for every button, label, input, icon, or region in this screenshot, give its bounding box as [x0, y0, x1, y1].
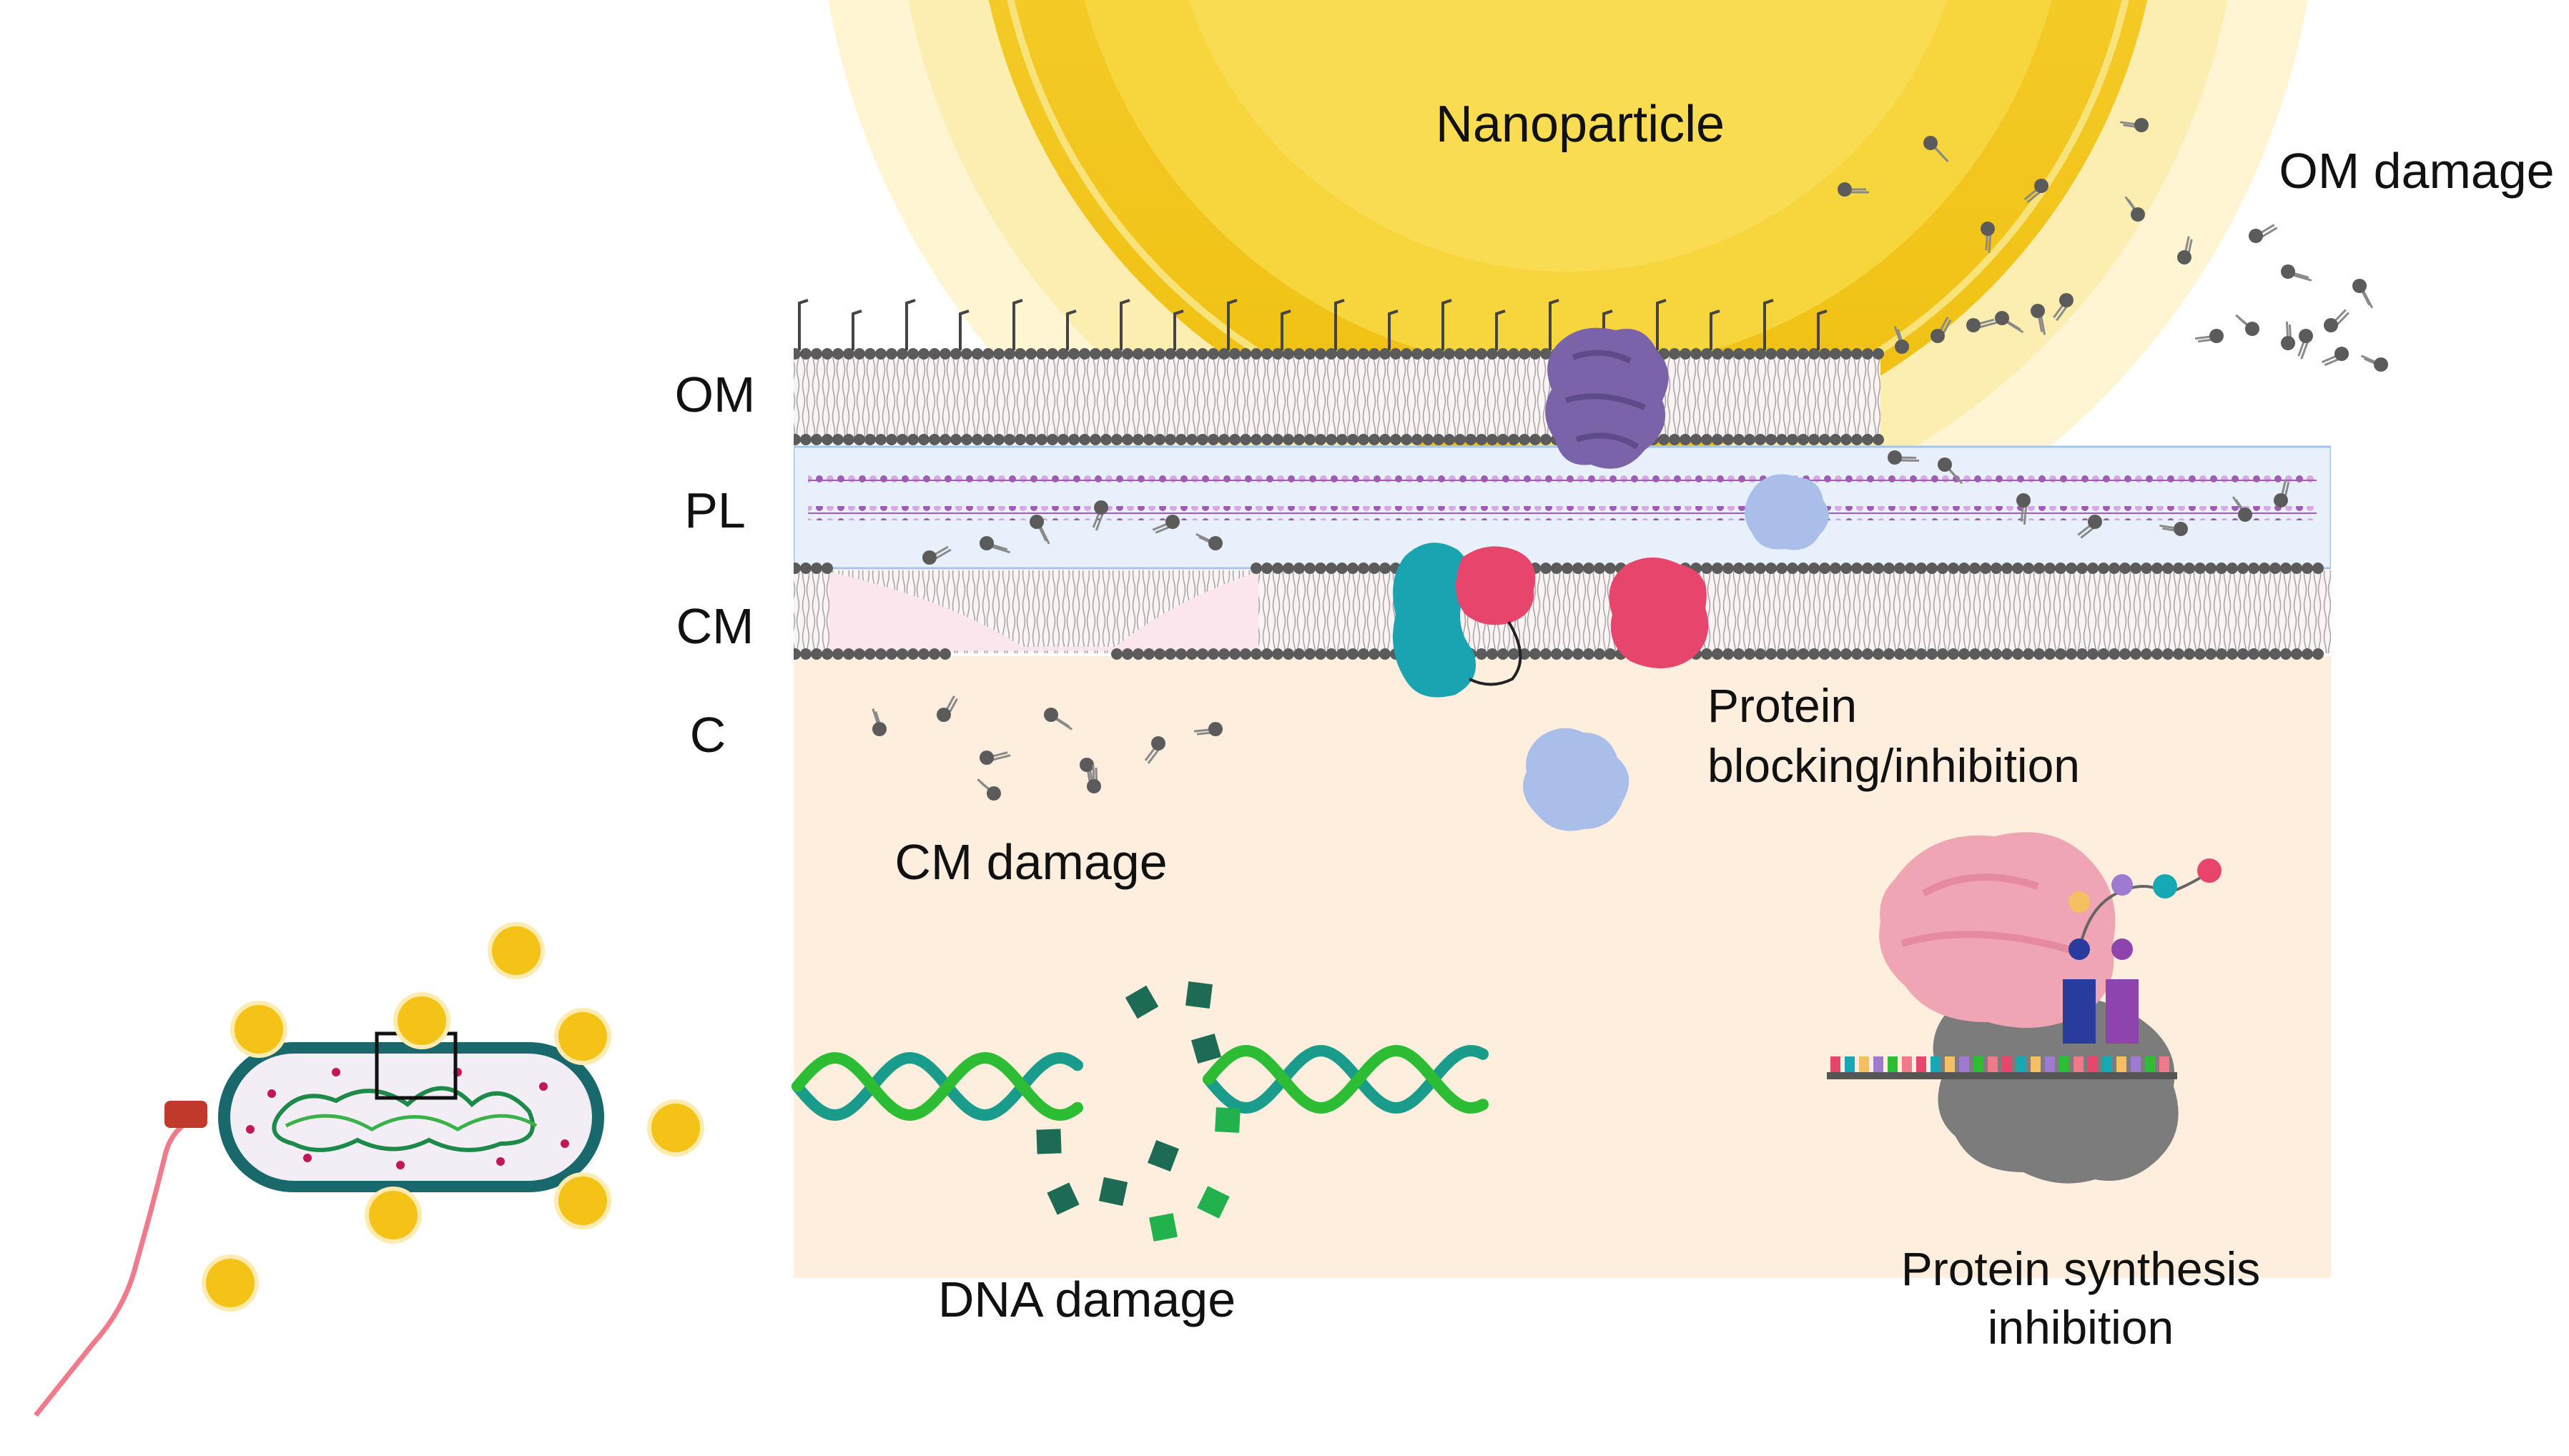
cm-layer-label: CM — [676, 598, 754, 654]
released-lipids — [872, 118, 2388, 801]
membrane-protein-pink — [1609, 558, 1709, 668]
protein-synthesis-label-line2: inhibition — [1988, 1301, 2174, 1354]
bacterium-icon — [34, 1031, 604, 1417]
om-layer-label: OM — [675, 367, 756, 422]
cytoplasmic-protein — [1523, 728, 1629, 831]
om-damage-label: OM damage — [2279, 143, 2554, 199]
pl-layer-label: PL — [684, 482, 746, 538]
protein-blocking-label-line2: blocking/inhibition — [1707, 739, 2080, 792]
nanoparticle-label: Nanoparticle — [1436, 96, 1725, 153]
dna-fragments — [1036, 981, 1241, 1242]
dna-damage-label: DNA damage — [938, 1272, 1236, 1327]
porin-protein — [1545, 327, 1669, 469]
dna-strands — [792, 1044, 1489, 1121]
cm-damage-label: CM damage — [894, 834, 1167, 890]
c-layer-label: C — [690, 707, 726, 763]
periplasmic-protein — [1745, 474, 1829, 550]
ribosome-icon — [1827, 832, 2222, 1184]
protein-synthesis-label-line1: Protein synthesis — [1901, 1242, 2261, 1295]
membrane-transporter — [1393, 543, 1536, 698]
protein-blocking-label-line1: Protein — [1707, 679, 1857, 732]
nanoparticle-dots — [202, 922, 704, 1312]
